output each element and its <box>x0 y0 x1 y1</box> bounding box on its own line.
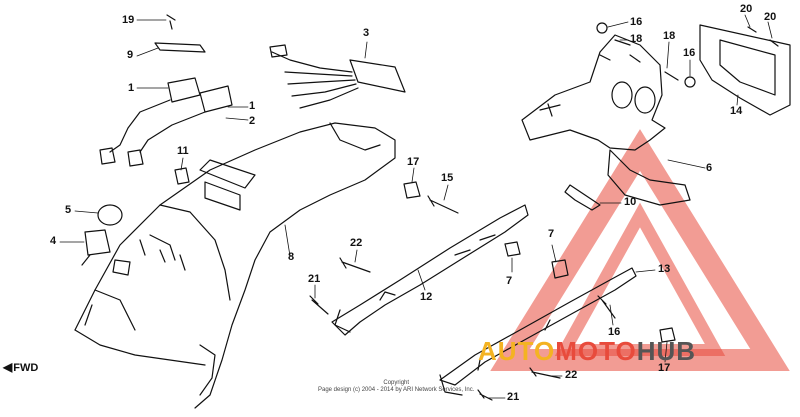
part-9-strip <box>154 42 206 53</box>
forward-direction-label: ◀FWD <box>3 360 39 374</box>
part-15-bolt <box>427 195 459 214</box>
callout-15: 15 <box>441 172 454 184</box>
callout-16: 16 <box>630 16 643 28</box>
callout-13: 13 <box>658 263 671 275</box>
copyright-notice: Copyright Page design (c) 2004 - 2014 by… <box>318 380 474 394</box>
part-13-side-rail <box>439 267 637 396</box>
callout-6: 6 <box>706 162 713 174</box>
part-5-grommet <box>97 204 123 226</box>
watermark-auto: AUTO <box>478 336 556 366</box>
part-12-side-rail <box>331 204 529 336</box>
callout-17: 17 <box>658 362 671 374</box>
part-20-screws <box>747 26 779 47</box>
callout-18: 18 <box>630 33 643 45</box>
callout-14: 14 <box>730 105 743 117</box>
callout-20: 20 <box>740 3 753 15</box>
callout-18: 18 <box>663 30 676 42</box>
part-16-bolt-c <box>597 295 616 319</box>
part-21-bolt <box>309 295 329 315</box>
watermark-hub: HUB <box>636 336 697 366</box>
copyright-line-2: Page design (c) 2004 - 2014 by ARI Netwo… <box>318 387 475 393</box>
callout-12: 12 <box>420 291 433 303</box>
callout-20: 20 <box>764 11 777 23</box>
callout-10: 10 <box>624 196 637 208</box>
part-21-bolt-b <box>477 389 493 401</box>
callout-17: 17 <box>407 156 420 168</box>
part-6-stay <box>607 149 691 206</box>
callout-9: 9 <box>127 49 134 61</box>
watermark-text: AUTOMOTOHUB <box>478 338 696 364</box>
callout-7: 7 <box>506 275 513 287</box>
part-22-bolt-b <box>529 367 561 379</box>
part-18-bolt <box>614 39 679 81</box>
watermark-logo-icon <box>490 129 790 371</box>
part-17-cap <box>403 181 421 199</box>
callout-5: 5 <box>65 204 72 216</box>
license-bracket <box>521 34 666 151</box>
callout-1: 1 <box>128 82 135 94</box>
part-19-screw <box>166 14 176 30</box>
arrow-left-icon: ◀ <box>3 360 13 374</box>
callout-4: 4 <box>50 235 57 247</box>
callout-3: 3 <box>363 27 370 39</box>
part-16-washer-b <box>684 76 696 88</box>
callout-1: 1 <box>249 100 256 112</box>
rear-fender <box>74 122 396 409</box>
part-11-connector <box>174 167 190 185</box>
part-4-socket <box>81 229 111 266</box>
callout-21: 21 <box>507 391 520 403</box>
part-17-cap-b <box>659 327 676 343</box>
part-3-module <box>269 44 406 109</box>
part-16-washer <box>596 22 608 34</box>
callout-22: 22 <box>350 237 363 249</box>
callout-22: 22 <box>565 369 578 381</box>
callout-21: 21 <box>308 273 321 285</box>
part-1-relays <box>99 77 233 167</box>
callout-2: 2 <box>249 115 256 127</box>
callout-7: 7 <box>548 228 555 240</box>
callout-8: 8 <box>288 251 295 263</box>
part-10-hook <box>564 184 601 211</box>
callout-16: 16 <box>683 47 696 59</box>
part-14-plate <box>699 24 791 116</box>
part-7-nut-b <box>551 259 569 279</box>
watermark-moto: MOTO <box>555 336 637 366</box>
part-22-bolt <box>339 257 371 273</box>
callout-11: 11 <box>177 145 189 157</box>
copyright-line-1: Copyright <box>383 380 410 386</box>
part-7-nut-a <box>504 241 521 257</box>
callout-16: 16 <box>608 326 621 338</box>
callout-19: 19 <box>122 14 135 26</box>
leader-lines <box>59 14 773 399</box>
